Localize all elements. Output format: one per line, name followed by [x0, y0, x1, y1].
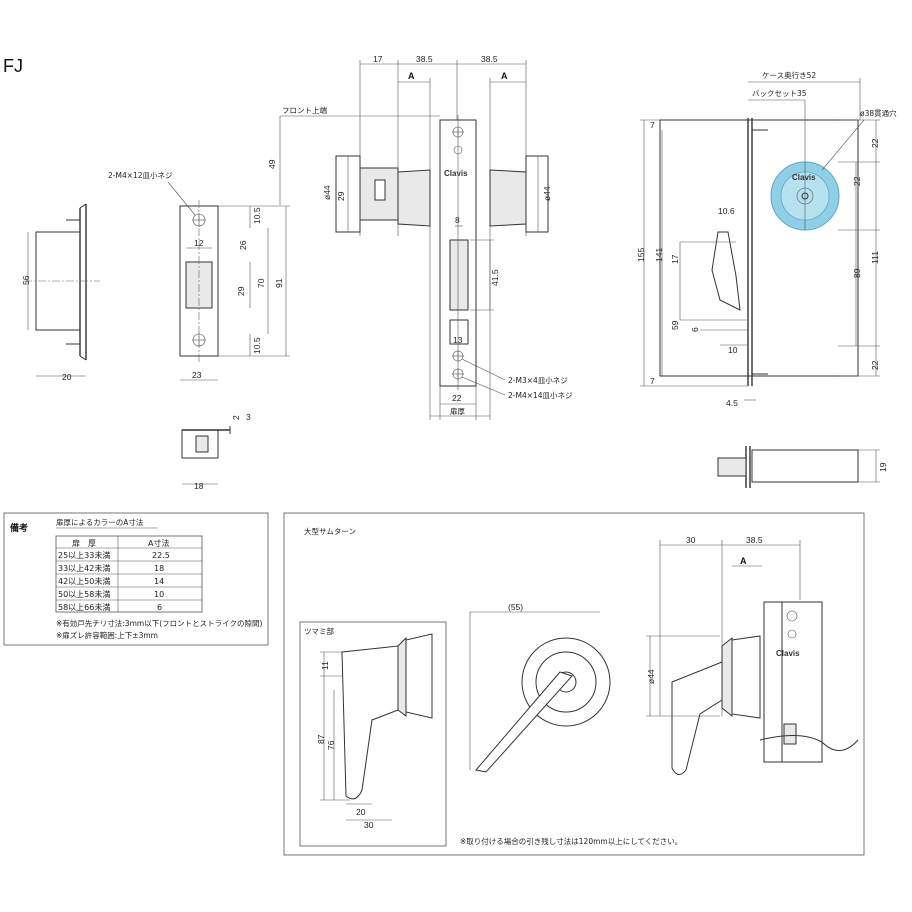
table-row-4-a: 10: [154, 590, 164, 599]
dim-10-5-bottom: 10.5: [252, 337, 262, 354]
dim-10: 10: [728, 345, 738, 355]
knob-dim-76: 76: [326, 740, 336, 750]
strike-side-view: 56 20: [21, 203, 100, 382]
dim-91: 91: [274, 278, 284, 288]
note-2: ※扉ズレ許容範囲:上下±3mm: [56, 630, 158, 640]
dim-10-5-top: 10.5: [252, 207, 262, 224]
tt-dim-38-5: 38.5: [746, 535, 763, 545]
door-thickness-label: 扉厚: [450, 406, 465, 416]
dim-44-right: ø44: [542, 186, 552, 201]
dim-2: 2: [231, 415, 241, 420]
dim-155: 155: [636, 248, 646, 262]
dim-3: 3: [246, 412, 251, 422]
lock-body-side-view: Clavis ケース奥行き52 バックセット35 ø38貫通穴 155 141 …: [636, 70, 897, 408]
table-header-thickness: 扉 厚: [72, 538, 96, 548]
dim-29-left: 29: [336, 191, 346, 201]
backset-label: バックセット35: [752, 89, 807, 98]
thumbturn-panel: 大型サムターン ツマミ部 11 87 76 20 30 (55) 30: [283, 512, 865, 856]
dim-111: 111: [870, 251, 880, 264]
dim-59: 59: [670, 320, 680, 330]
case-depth-label: ケース奥行き52: [762, 70, 816, 80]
knob-dim-30: 30: [364, 820, 374, 830]
callout-m4x14: 2-M4×14皿小ネジ: [508, 391, 573, 400]
dim-41-5: 41.5: [490, 269, 500, 286]
dim-38-5-left: 38.5: [416, 54, 433, 64]
dim-141: 141: [654, 248, 664, 262]
tt-dim-44: ø44: [646, 669, 656, 684]
dim-29: 29: [236, 286, 246, 296]
tt-brand-logo: Clavis: [776, 649, 800, 658]
notes-panel: 備考 扉厚によるカラーのA寸法 扉 厚 A寸法 25以上33未満 22.5 33…: [3, 512, 269, 646]
thumbturn-note: ※取り付ける場合の引き残し寸法は120mm以上にしてください。: [460, 836, 682, 846]
model-label: FJ: [3, 56, 23, 76]
dim-4-5: 4.5: [726, 398, 738, 408]
table-row-2-range: 33以上42未満: [58, 563, 110, 573]
dim-19: 19: [878, 462, 888, 472]
strike-front-view: 2-M4×12皿小ネジ 10.5 26 29 70 91 10.5 12 23: [108, 171, 290, 381]
brand-logo-cylinder: Clavis: [792, 173, 816, 182]
notes-title: 備考: [10, 522, 28, 533]
table-header-a: A寸法: [148, 538, 169, 548]
front-top-label: フロント上端: [282, 105, 327, 115]
dim-a-right: A: [501, 71, 508, 81]
knob-dim-20: 20: [356, 807, 366, 817]
knob-section-title: ツマミ部: [304, 626, 334, 636]
dim-89: 89: [852, 268, 862, 278]
callout-m4x12: 2-M4×12皿小ネジ: [108, 171, 173, 180]
table-row-5-range: 58以上66未満: [58, 602, 110, 612]
tt-dim-30: 30: [686, 535, 696, 545]
table-row-5-a: 6: [157, 603, 162, 612]
knob-dim-11: 11: [320, 661, 330, 670]
table-row-3-range: 42以上50未満: [58, 576, 110, 586]
table-row-1-a: 22.5: [152, 551, 170, 560]
dim-22-top: 22: [870, 138, 880, 148]
dim-26: 26: [238, 240, 248, 250]
knob-dim-87: 87: [316, 734, 326, 744]
note-1: ※有効戸先チリ寸法:3mm以下(フロントとストライクの隙間): [56, 618, 262, 628]
dim-12: 12: [194, 238, 204, 248]
dim-22-bottom-right: 22: [870, 360, 880, 370]
thumbturn-title: 大型サムターン: [304, 526, 356, 536]
dim-49: 49: [267, 159, 277, 169]
dim-44-left: ø44: [322, 185, 332, 200]
table-row-1-range: 25以上33未満: [58, 550, 110, 560]
dim-17-side: 17: [670, 254, 680, 264]
dim-55: (55): [508, 602, 523, 612]
dim-17: 17: [373, 54, 383, 64]
dim-18: 18: [194, 481, 204, 491]
hole-label: ø38貫通穴: [860, 108, 897, 118]
dim-10-6: 10.6: [718, 206, 735, 216]
callout-m3x4: 2-M3×4皿小ネジ: [508, 376, 568, 385]
lock-body-bottom-view: 19: [717, 446, 888, 488]
dim-7-bottom: 7: [650, 376, 655, 386]
table-row-3-a: 14: [154, 577, 164, 586]
dim-a-left: A: [408, 71, 415, 81]
dim-7-top: 7: [650, 120, 655, 130]
dim-70: 70: [256, 278, 266, 288]
tt-dim-a: A: [740, 556, 747, 566]
brand-logo: Clavis: [444, 169, 468, 178]
front-elevation-view: 17 38.5 38.5 A A フロント上端 49 ø44 29 ø44: [267, 54, 573, 420]
notes-table-caption: 扉厚によるカラーのA寸法: [56, 517, 144, 527]
table-row-2-a: 18: [154, 564, 164, 573]
dim-56: 56: [21, 275, 31, 285]
dim-20: 20: [62, 372, 72, 382]
dim-6: 6: [690, 327, 700, 332]
strike-bottom-view: 2 3 18: [181, 412, 251, 491]
dim-22-bottom: 22: [452, 393, 462, 403]
dim-23: 23: [192, 370, 202, 380]
dim-38-5-right: 38.5: [481, 54, 498, 64]
dim-22-mid: 22: [852, 176, 862, 186]
table-row-4-range: 50以上58未満: [58, 589, 110, 599]
dim-8: 8: [455, 215, 460, 225]
